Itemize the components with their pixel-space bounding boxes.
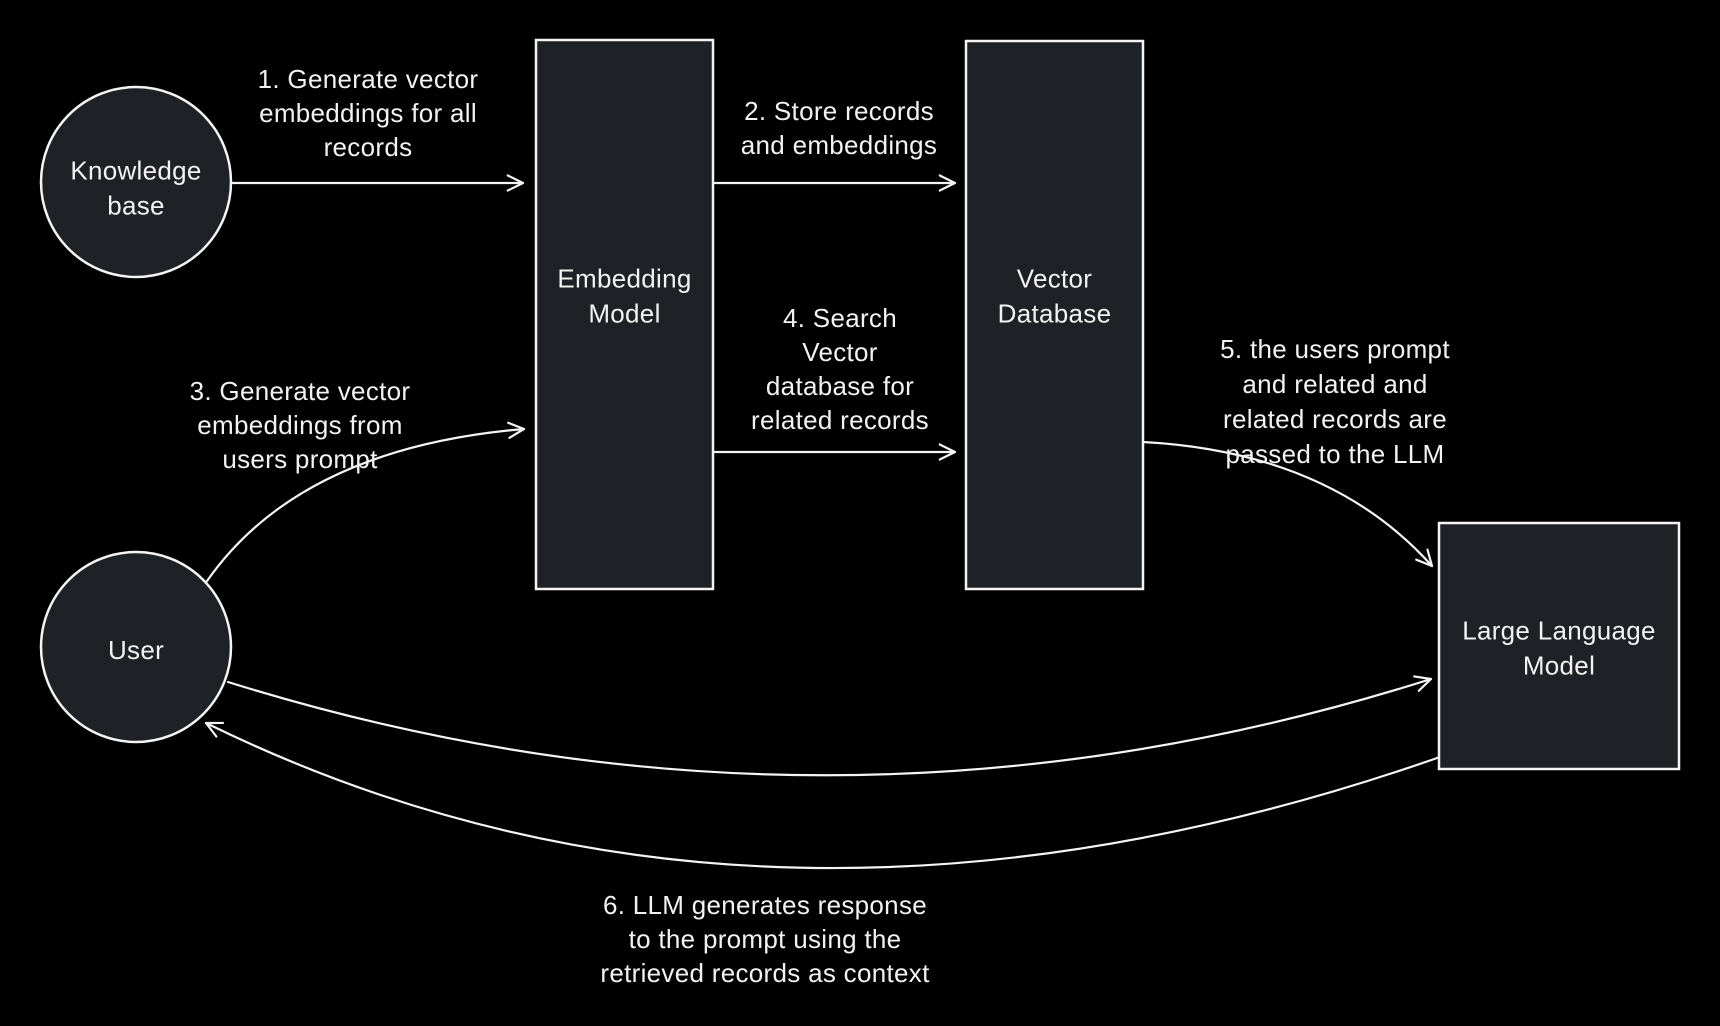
- arrowhead-icon-step2: [938, 174, 957, 192]
- arrowhead-icon-step6: [204, 721, 225, 738]
- vector-database-shape: [964, 39, 1145, 591]
- node-label-vector-database: Vector: [1017, 264, 1093, 294]
- node-label-large-language-model: Large Language: [1462, 616, 1656, 646]
- edge-step1: 1. Generate vector embeddings for all reco…: [229, 64, 525, 192]
- edge-label-step3: 3. Generate vector: [190, 376, 411, 406]
- arrowhead-icon-step5: [1415, 548, 1434, 568]
- large-language-model-shape: [1437, 521, 1681, 771]
- arrowhead-icon-step4: [938, 443, 957, 461]
- node-label-embedding-model: Model: [588, 299, 660, 329]
- arrowhead-icon-user-prompt-to-llm: [1413, 675, 1433, 692]
- edge-line-step6: [204, 721, 1442, 870]
- edge-label-step4: related records: [751, 405, 929, 435]
- edge-label-step1: embeddings for all: [259, 98, 477, 128]
- node-label-knowledge-base: base: [107, 191, 165, 221]
- edge-label-step5: passed to the LLM: [1225, 439, 1444, 469]
- edge-line-step3: [205, 427, 526, 583]
- edge-line-user-prompt-to-llm: [226, 677, 1433, 777]
- edge-label-step5: related records are: [1223, 404, 1447, 434]
- node-label-knowledge-base: Knowledge: [70, 156, 201, 186]
- node-label-vector-database: Database: [998, 299, 1112, 329]
- edge-label-step4: 4. Search: [783, 303, 897, 333]
- edge-step5: 5. the users prompt and related and relate…: [1141, 334, 1450, 568]
- edge-label-step1: records: [324, 132, 413, 162]
- node-label-large-language-model: Model: [1523, 651, 1595, 681]
- edge-label-step4: Vector: [802, 337, 878, 367]
- edge-label-step5: 5. the users prompt: [1220, 334, 1450, 364]
- arrowhead-icon-step1: [506, 174, 525, 192]
- edge-label-step2: 2. Store records: [744, 96, 934, 126]
- edge-label-step3: embeddings from: [197, 410, 402, 440]
- edge-label-step3: users prompt: [222, 444, 378, 474]
- node-label-embedding-model: Embedding: [557, 264, 691, 294]
- node-label-user: User: [108, 635, 164, 665]
- user-shape: [39, 550, 233, 744]
- edge-label-step6: to the prompt using the: [629, 924, 902, 954]
- edge-user-prompt-to-llm: [226, 675, 1433, 777]
- edge-label-step4: database for: [766, 371, 914, 401]
- edge-label-step6: 6. LLM generates response: [603, 890, 927, 920]
- edge-label-step1: 1. Generate vector: [258, 64, 479, 94]
- knowledge-base-shape: [39, 85, 233, 279]
- edge-label-step2: and embeddings: [741, 130, 937, 160]
- edge-step3: 3. Generate vector embeddings from users p…: [190, 376, 526, 583]
- embedding-model-shape: [534, 38, 715, 591]
- edge-label-step5: and related and: [1242, 369, 1427, 399]
- edge-step6: 6. LLM generates response to the prompt u…: [204, 721, 1442, 988]
- arrowhead-icon-step3: [507, 421, 526, 439]
- edge-label-step6: retrieved records as context: [600, 958, 930, 988]
- edge-step2: 2. Store records and embeddings: [711, 96, 957, 192]
- node-knowledge-base: Knowledge base: [39, 85, 233, 279]
- edge-line-step5: [1141, 440, 1434, 568]
- node-user: User: [39, 550, 233, 744]
